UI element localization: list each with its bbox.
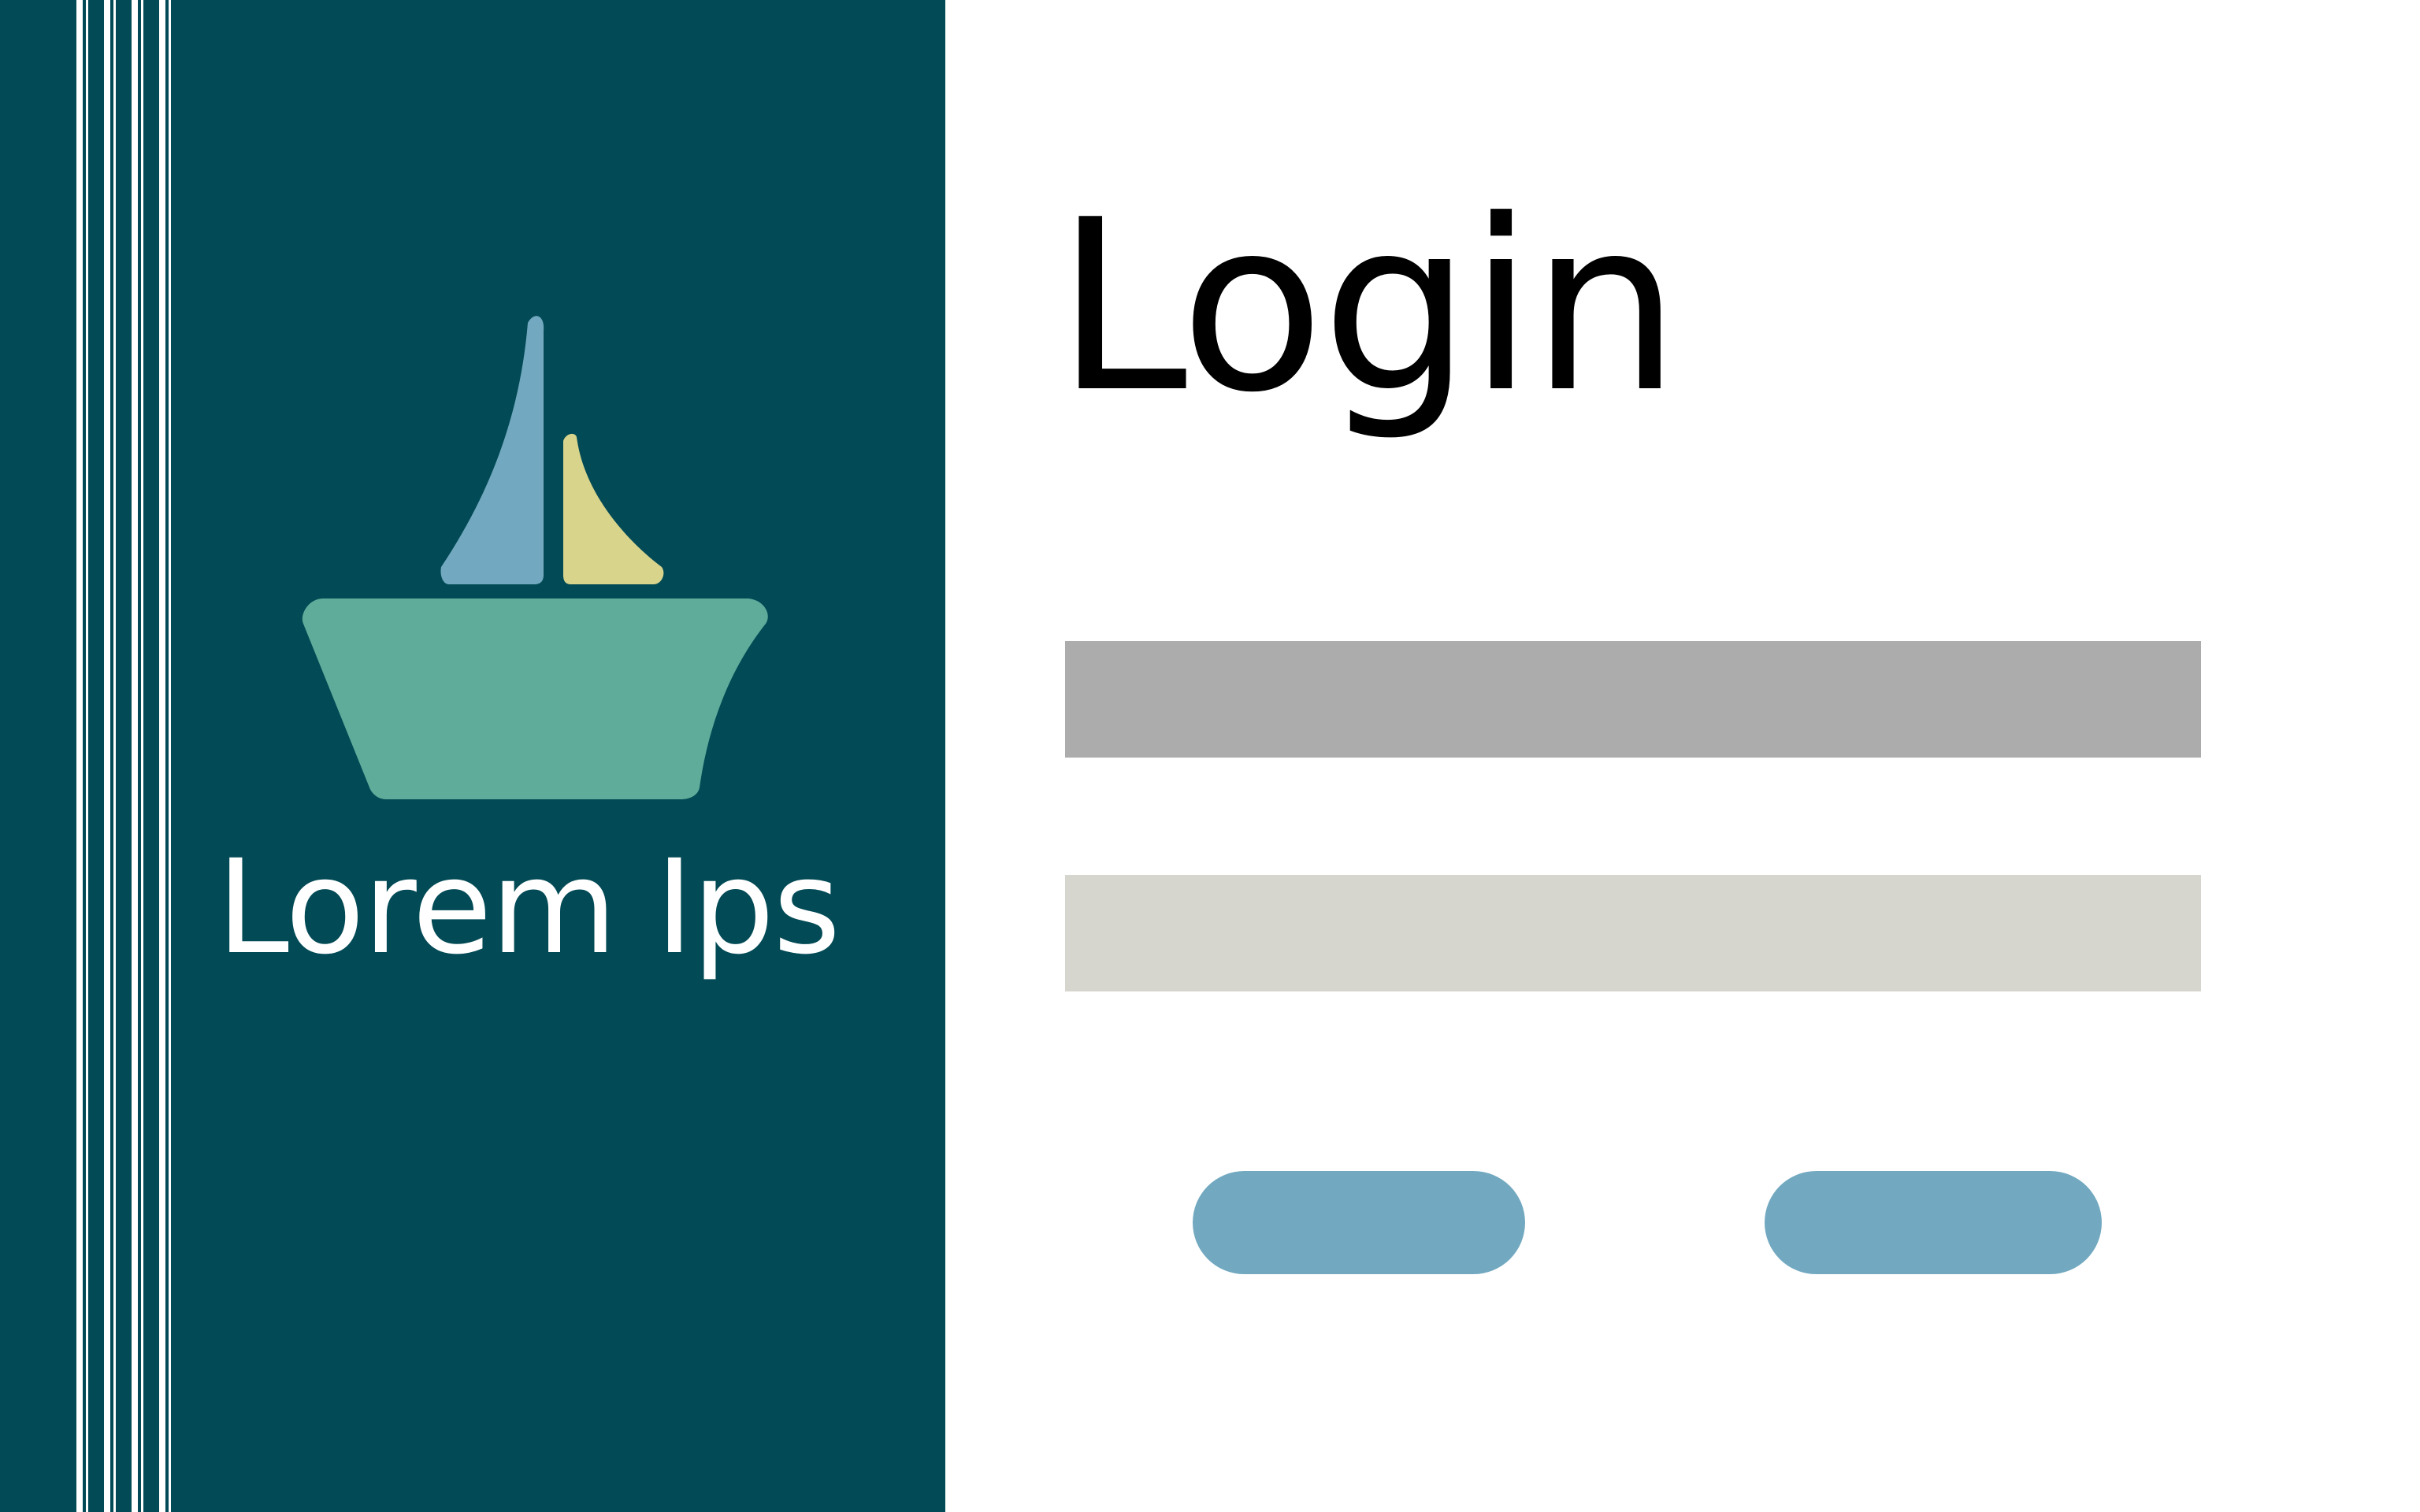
decorative-stripe (76, 0, 83, 1512)
boat-hull (302, 598, 768, 799)
decorative-stripe (169, 0, 171, 1512)
decorative-stripe (132, 0, 138, 1512)
decorative-stripe (113, 0, 116, 1512)
brand-name: Lorem Ips (217, 832, 841, 983)
page-title: Login (1056, 169, 1680, 444)
decorative-stripe (141, 0, 143, 1512)
login-button[interactable] (1193, 1171, 1525, 1274)
password-field[interactable] (1065, 875, 2201, 991)
register-button[interactable] (1765, 1171, 2102, 1274)
username-field[interactable] (1065, 641, 2201, 758)
decorative-stripe (159, 0, 165, 1512)
brand-panel: Lorem Ips (0, 0, 945, 1512)
sailboat-icon (302, 316, 768, 799)
decorative-stripe (104, 0, 110, 1512)
jib-sail (563, 433, 664, 584)
main-sail (440, 316, 544, 584)
decorative-stripe (86, 0, 88, 1512)
